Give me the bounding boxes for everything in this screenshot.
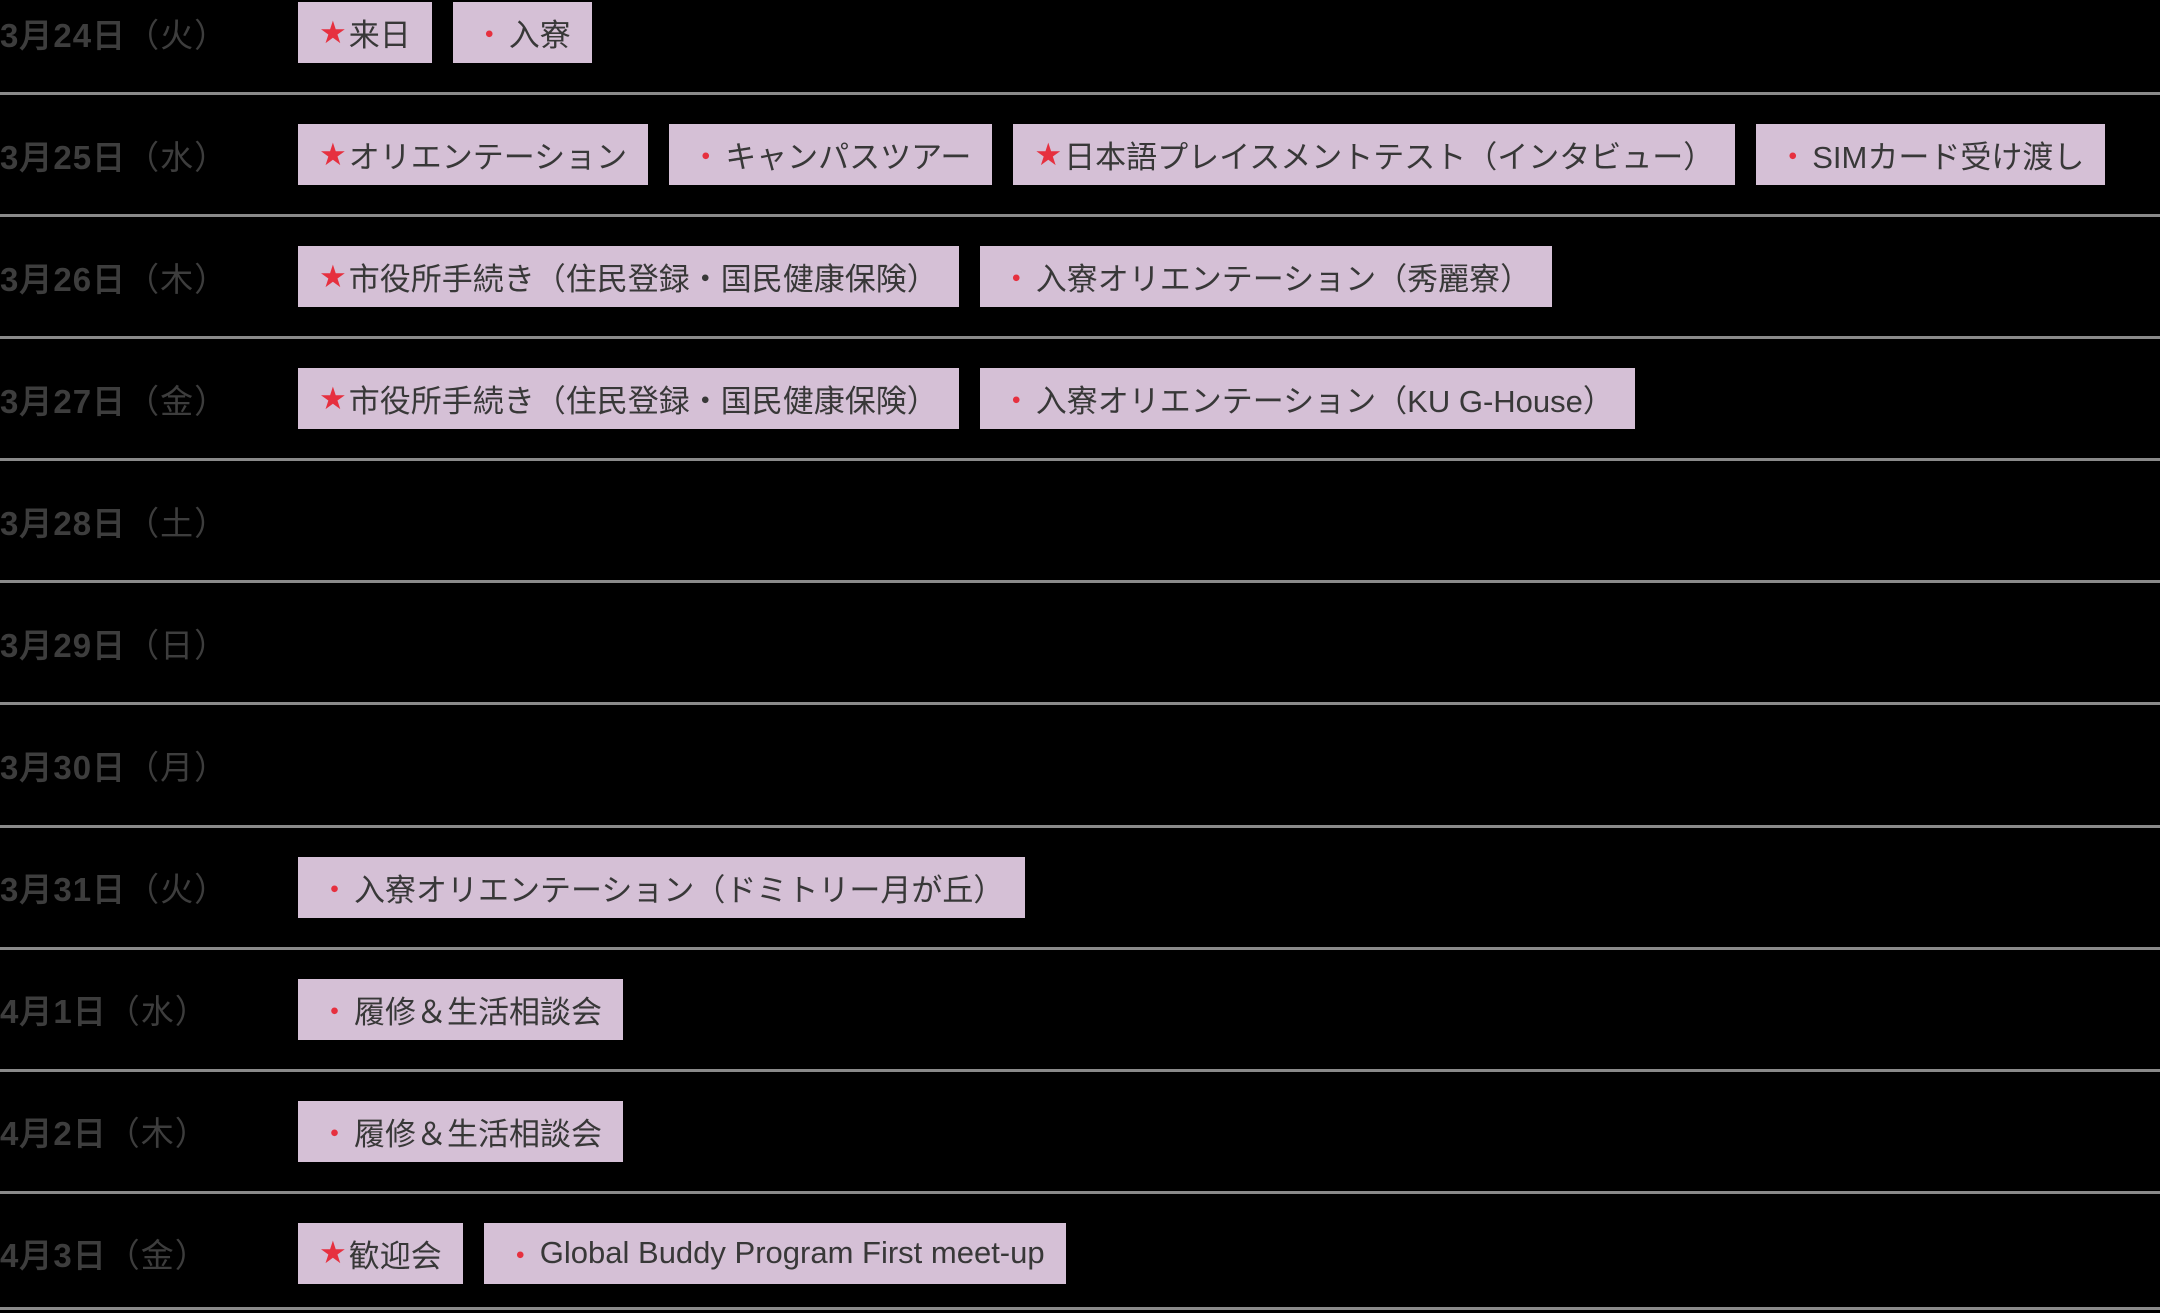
date-weekday: （火） <box>126 16 229 54</box>
star-icon: ★ <box>319 258 347 294</box>
event-list: ・履修＆生活相談会 <box>298 1100 623 1162</box>
table-row: 4月1日（水） ・履修＆生活相談会 <box>0 946 2160 1069</box>
event-badge: ★来日 <box>298 2 432 63</box>
event-badge: ★オリエンテーション <box>298 124 649 186</box>
event-list: ★歓迎会 ・Global Buddy Program First meet-up <box>298 1222 1066 1284</box>
star-icon: ★ <box>319 136 347 172</box>
bottom-divider <box>0 1307 2160 1310</box>
date-weekday: （日） <box>126 626 229 664</box>
date-day: 3月25日 <box>0 138 127 176</box>
event-badge: ★市役所手続き（住民登録・国民健康保険） <box>298 368 959 430</box>
date-day: 3月24日 <box>0 16 127 54</box>
event-badge: ・入寮オリエンテーション（ドミトリー月が丘） <box>298 856 1026 918</box>
date-label: 4月3日（金） <box>0 1223 298 1284</box>
event-label: 市役所手続き（住民登録・国民健康保険） <box>348 384 938 420</box>
dot-icon: ・ <box>1000 262 1032 298</box>
event-badge: ★市役所手続き（住民登録・国民健康保険） <box>298 246 959 308</box>
star-icon: ★ <box>1034 136 1063 172</box>
event-badge: ・入寮オリエンテーション（秀麗寮） <box>979 246 1553 308</box>
event-badge: ★日本語プレイスメントテスト（インタビュー） <box>1013 124 1736 186</box>
date-day: 3月30日 <box>0 749 127 787</box>
date-weekday: （火） <box>126 871 229 909</box>
event-label: Global Buddy Program First meet-up <box>539 1235 1045 1271</box>
event-badge: ・Global Buddy Program First meet-up <box>483 1222 1066 1284</box>
date-weekday: （水） <box>126 138 229 176</box>
date-day: 3月31日 <box>0 871 127 909</box>
event-badge: ・入寮オリエンテーション（KU G-House） <box>979 368 1635 430</box>
event-badge: ★歓迎会 <box>298 1222 463 1284</box>
event-label: オリエンテーション <box>348 140 628 176</box>
table-row: 3月25日（水） ★オリエンテーション ・キャンパスツアー ★日本語プレイスメン… <box>0 92 2160 214</box>
event-label: キャンパスツアー <box>725 140 972 176</box>
dot-icon: ・ <box>504 1238 536 1274</box>
event-list: ・履修＆生活相談会 <box>298 978 623 1040</box>
date-day: 3月29日 <box>0 626 127 664</box>
date-day: 3月27日 <box>0 382 127 420</box>
table-row: 3月28日（土） <box>0 458 2160 580</box>
star-icon: ★ <box>319 14 347 50</box>
date-day: 4月2日 <box>0 1115 107 1153</box>
star-icon: ★ <box>319 380 347 416</box>
event-label: SIMカード受け渡し <box>1812 140 2085 176</box>
event-badge: ・SIMカード受け渡し <box>1756 124 2106 186</box>
date-weekday: （水） <box>106 993 209 1031</box>
date-day: 3月26日 <box>0 260 127 298</box>
event-label: 履修＆生活相談会 <box>354 1116 602 1152</box>
event-list: ★市役所手続き（住民登録・国民健康保険） ・入寮オリエンテーション（KU G-H… <box>298 368 1635 430</box>
date-label: 3月27日（金） <box>0 368 298 429</box>
dot-icon: ・ <box>690 140 722 176</box>
event-badge: ・履修＆生活相談会 <box>298 978 623 1040</box>
event-badge: ・キャンパスツアー <box>669 124 993 186</box>
event-list: ★オリエンテーション ・キャンパスツアー ★日本語プレイスメントテスト（インタビ… <box>298 124 2106 186</box>
date-label: 3月24日（火） <box>0 2 298 63</box>
table-row: 4月3日（金） ★歓迎会 ・Global Buddy Program First… <box>0 1190 2160 1313</box>
date-label: 3月29日（日） <box>0 612 298 673</box>
event-label: 入寮オリエンテーション（秀麗寮） <box>1035 262 1532 298</box>
dot-icon: ・ <box>319 1116 350 1152</box>
event-label: 日本語プレイスメントテスト（インタビュー） <box>1064 140 1715 176</box>
table-row: 3月30日（月） <box>0 702 2160 824</box>
date-label: 3月30日（月） <box>0 735 298 796</box>
dot-icon: ・ <box>473 18 505 53</box>
date-label: 4月2日（木） <box>0 1101 298 1162</box>
event-label: 入寮 <box>508 18 571 53</box>
event-label: 履修＆生活相談会 <box>354 994 602 1030</box>
dot-icon: ・ <box>319 872 350 908</box>
event-label: 入寮オリエンテーション（KU G-House） <box>1035 384 1614 420</box>
date-label: 3月26日（木） <box>0 246 298 307</box>
table-row: 3月27日（金） ★市役所手続き（住民登録・国民健康保険） ・入寮オリエンテーシ… <box>0 336 2160 458</box>
date-label: 3月28日（土） <box>0 490 298 551</box>
date-weekday: （土） <box>126 504 229 542</box>
table-row: 3月29日（日） <box>0 580 2160 702</box>
table-row: 3月24日（火） ★来日 ・入寮 <box>0 0 2160 92</box>
date-label: 3月31日（火） <box>0 857 298 918</box>
date-day: 4月3日 <box>0 1237 107 1275</box>
table-row: 3月26日（木） ★市役所手続き（住民登録・国民健康保険） ・入寮オリエンテーシ… <box>0 214 2160 336</box>
event-badge: ・履修＆生活相談会 <box>298 1100 623 1162</box>
dot-icon: ・ <box>1000 384 1032 420</box>
event-label: 市役所手続き（住民登録・国民健康保険） <box>348 262 938 298</box>
date-weekday: （金） <box>126 382 229 420</box>
date-label: 3月25日（水） <box>0 124 298 185</box>
table-row: 4月2日（木） ・履修＆生活相談会 <box>0 1068 2160 1191</box>
date-day: 4月1日 <box>0 993 107 1031</box>
event-label: 入寮オリエンテーション（ドミトリー月が丘） <box>354 872 1005 908</box>
date-day: 3月28日 <box>0 504 127 542</box>
star-icon: ★ <box>319 1235 347 1271</box>
event-label: 来日 <box>348 18 411 53</box>
date-weekday: （月） <box>126 749 229 787</box>
date-weekday: （木） <box>126 260 229 298</box>
dot-icon: ・ <box>1777 140 1809 176</box>
event-list: ・入寮オリエンテーション（ドミトリー月が丘） <box>298 856 1026 918</box>
date-weekday: （金） <box>106 1237 209 1275</box>
event-list: ★市役所手続き（住民登録・国民健康保険） ・入寮オリエンテーション（秀麗寮） <box>298 246 1553 308</box>
event-list: ★来日 ・入寮 <box>298 2 592 63</box>
dot-icon: ・ <box>319 994 350 1030</box>
event-label: 歓迎会 <box>348 1238 442 1274</box>
table-row: 3月31日（火） ・入寮オリエンテーション（ドミトリー月が丘） <box>0 824 2160 947</box>
date-label: 4月1日（水） <box>0 979 298 1040</box>
event-badge: ・入寮 <box>452 2 592 63</box>
date-weekday: （木） <box>106 1115 209 1153</box>
